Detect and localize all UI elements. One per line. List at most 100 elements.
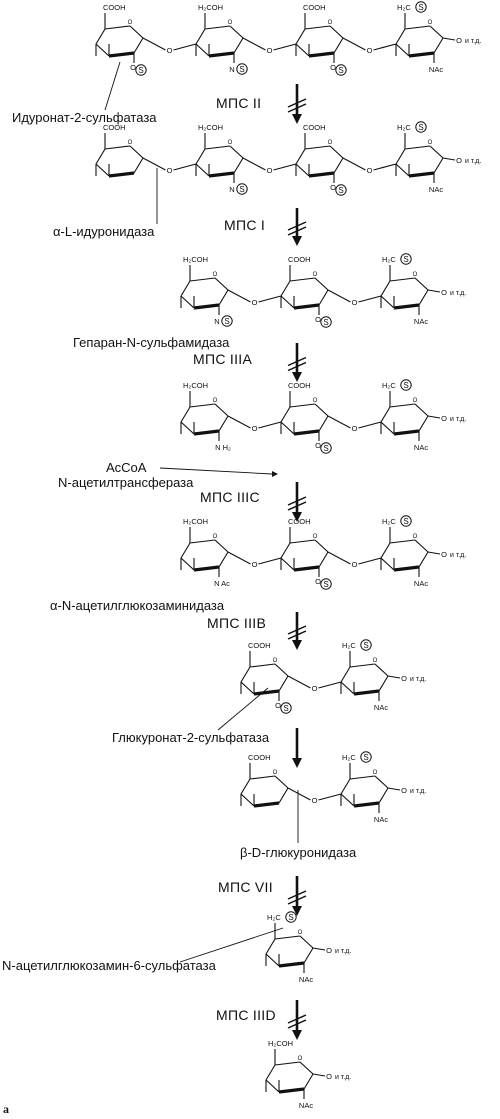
ring-bond-c5-o	[349, 775, 376, 780]
anomeric-bond	[312, 1073, 326, 1077]
hydroxymethyl-label: H₂COH	[198, 3, 223, 12]
glycosidic-oxygen: O	[352, 560, 358, 569]
ring-bond-c5-o	[274, 935, 301, 940]
glycosidic-bond-right	[258, 421, 282, 429]
glycosidic-oxygen: O	[330, 183, 336, 192]
ring-bond-c4-c5	[295, 28, 306, 45]
ring-bond-c3-c4	[280, 557, 295, 571]
ring-bond-c5-o	[349, 663, 376, 668]
ring-bond-o-c1	[314, 403, 329, 417]
glycosidic-oxygen: O	[252, 424, 258, 433]
sulfate-symbol: S	[338, 186, 343, 195]
ring-bond-c4-c5	[180, 280, 191, 297]
ring-bond-c2-c3	[208, 51, 235, 58]
ring-oxygen: O	[313, 398, 318, 404]
ring-bond-c4-c5	[240, 778, 251, 795]
glycosidic-bond-right	[258, 295, 282, 303]
sulfate-symbol: S	[403, 517, 408, 526]
sulfate-symbol: S	[138, 66, 143, 75]
pointer-iduronate-sulfatase	[104, 61, 121, 111]
ring-bond-c4-c5	[380, 406, 391, 423]
ring-bond-c1-c2	[318, 415, 329, 432]
enzyme-label-glucuronate-2-sulfatase: Глюкуронат-2-сульфатаза	[112, 730, 270, 745]
glycosidic-bond-left	[242, 157, 266, 171]
ring-oxygen: O	[213, 398, 218, 404]
block-mark	[287, 630, 307, 640]
glycosidic-bond-right	[358, 295, 382, 303]
sulfamido-n-label: N	[229, 185, 234, 194]
ring-bond-c3-c4	[295, 163, 310, 177]
ring-bond-c1-c2	[233, 157, 244, 174]
ring-bond-c1-c2	[378, 787, 389, 804]
ring-bond-c3-c4	[180, 295, 195, 309]
ring-bond-c1-c2	[433, 37, 444, 54]
block-mark	[287, 356, 307, 367]
methylene-label: H₂C	[382, 255, 396, 264]
ring-bond-c4-c5	[265, 938, 276, 955]
ring-bond-c3-c4	[180, 557, 195, 571]
glycosidic-bond-left	[327, 289, 351, 303]
ring-bond-c2-c3	[293, 565, 320, 572]
ring-oxygen: O	[298, 930, 303, 936]
sulfate-symbol: S	[403, 381, 408, 390]
ring-bond-c2-c3	[253, 801, 280, 808]
anomeric-bond	[427, 289, 441, 293]
carboxyl-label: COOH	[303, 3, 326, 12]
ring-bond-c5-o	[404, 25, 431, 30]
ring-bond-c3-c4	[240, 681, 255, 695]
sulfate-circle	[335, 184, 347, 196]
sulfate-symbol: S	[323, 580, 328, 589]
ring-bond-c4-c5	[340, 666, 351, 683]
chain-continuation-label: и т.д.	[450, 552, 466, 559]
sulfate-circle	[360, 639, 372, 651]
glycosidic-bond-right	[373, 43, 397, 51]
ring-bond-o-c1	[374, 775, 389, 789]
ring-bond-c5-o	[389, 539, 416, 544]
sulfate-symbol: S	[283, 704, 288, 713]
arrow-head	[292, 758, 302, 768]
ring-bond-c5-o	[104, 25, 131, 30]
glycosidic-oxygen: O	[441, 288, 447, 297]
chain-continuation-label: и т.д.	[450, 290, 466, 297]
reaction-arrow-glucuronate-sulfatase	[292, 728, 302, 768]
glycosidic-oxygen: O	[252, 560, 258, 569]
ring-bond-c1-c2	[218, 415, 229, 432]
ring-bond-c3-c4	[195, 163, 210, 177]
acetamido-label: NAc	[374, 703, 388, 712]
ring-oxygen: O	[228, 140, 233, 146]
block-mark	[287, 1014, 307, 1024]
methylene-label: H₂C	[382, 381, 396, 390]
glycosidic-oxygen: O	[167, 166, 173, 175]
glycosidic-oxygen: O	[312, 684, 318, 693]
glycosidic-bond-left	[242, 37, 266, 51]
ring-bond-c5-o	[189, 403, 216, 408]
ring-bond-c5-o	[189, 539, 216, 544]
blocked-reaction-arrow-4	[287, 482, 307, 522]
chain-continuation-label: и т.д.	[410, 788, 426, 795]
ring-oxygen: O	[328, 20, 333, 26]
blocked-reaction-arrow-6	[287, 876, 307, 916]
ring-bond-o-c1	[129, 25, 144, 39]
ring-bond-c4-c5	[395, 28, 406, 45]
block-mark	[287, 226, 307, 236]
ring-bond-c5-o	[304, 25, 331, 30]
ring-bond-c3-c4	[95, 43, 110, 57]
ring-oxygen: O	[128, 20, 133, 26]
ring-bond-c3-c4	[265, 1079, 280, 1093]
blocked-reaction-arrow-2	[287, 208, 307, 246]
ring-bond-c3-c4	[380, 421, 395, 435]
sulfamido-n-label: N	[214, 317, 219, 326]
sulfate-circle	[236, 183, 248, 195]
ring-bond-c2-c3	[308, 51, 335, 58]
ring-bond-c2-c3	[193, 429, 220, 436]
